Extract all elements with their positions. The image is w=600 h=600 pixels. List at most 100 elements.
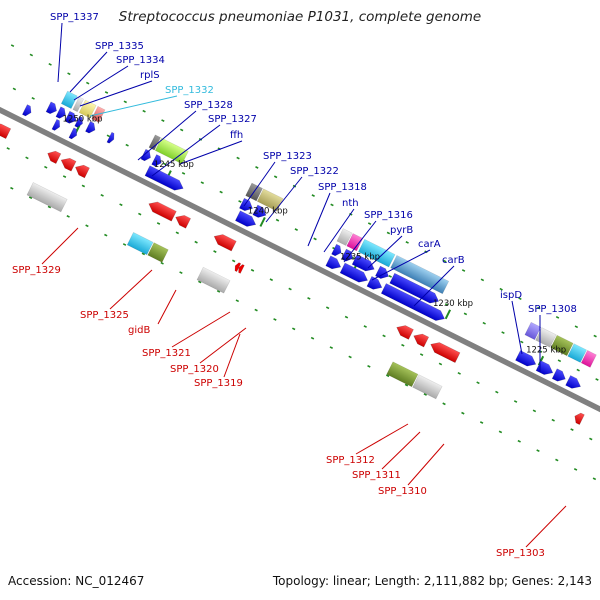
- label-leader: [381, 431, 421, 470]
- track-dot: [386, 231, 391, 235]
- track-dot: [501, 331, 505, 335]
- reverse-gene-arrow: [47, 150, 62, 164]
- forward-gene-labels: SPP_1337SPP_1335SPP_1334rplSSPP_1332SPP_…: [50, 12, 577, 315]
- label-leader: [407, 443, 445, 486]
- track-dot: [179, 271, 183, 275]
- track-dot: [200, 181, 205, 185]
- track-dot: [325, 306, 330, 310]
- label-leader: [343, 220, 377, 263]
- label-leader: [223, 333, 241, 378]
- track-dot: [367, 364, 371, 368]
- track-dot: [551, 418, 555, 422]
- track-dot: [513, 400, 518, 403]
- track-dot: [81, 184, 86, 188]
- track-dot: [574, 325, 579, 329]
- forward-gene-label: SPP_1327: [208, 114, 257, 125]
- track-dot: [238, 200, 242, 203]
- track-dot: [444, 303, 449, 306]
- forward-gene-label: ffh: [230, 130, 243, 141]
- track-dot: [476, 381, 480, 385]
- track-dot: [106, 134, 111, 138]
- feature-box: [60, 90, 78, 109]
- track-dot: [254, 308, 258, 312]
- track-dot: [419, 353, 424, 357]
- track-dot: [141, 252, 146, 256]
- track-dot: [25, 156, 29, 160]
- track-dot: [62, 175, 67, 178]
- forward-gene-label: ispD: [500, 290, 522, 301]
- reverse-gene-label: SPP_1325: [80, 310, 129, 321]
- track-dot: [401, 343, 405, 347]
- feature-box: [580, 350, 597, 368]
- forward-gene-label: SPP_1318: [318, 182, 367, 193]
- label-leader: [137, 110, 197, 161]
- track-dot: [47, 205, 52, 209]
- cds-box: [126, 232, 154, 256]
- track-dot: [461, 411, 465, 415]
- track-dot: [273, 175, 278, 179]
- cds-box: [386, 361, 419, 388]
- forward-gene-arrow: [239, 197, 253, 212]
- reverse-gene-label: SPP_1303: [496, 548, 545, 559]
- label-leader: [73, 65, 129, 101]
- track-dot: [532, 409, 537, 413]
- label-leader: [511, 300, 523, 355]
- track-dot: [179, 128, 184, 132]
- track-dot: [142, 109, 146, 113]
- dot-tracks: [6, 44, 599, 481]
- forward-gene-label: nth: [342, 198, 359, 209]
- forward-gene-arrow: [22, 104, 32, 117]
- label-leader: [265, 176, 303, 223]
- forward-gene-arrow: [74, 115, 83, 128]
- feature-box: [336, 228, 353, 246]
- track-dot: [104, 233, 108, 237]
- track-dot: [382, 334, 386, 338]
- label-leader: [79, 80, 153, 107]
- forward-gene-arrow: [380, 283, 445, 321]
- track-dot: [495, 390, 499, 394]
- track-dot: [461, 269, 466, 272]
- track-dot: [138, 212, 142, 216]
- track-dot: [288, 287, 292, 291]
- track-dot: [67, 72, 71, 76]
- feature-box: [390, 255, 450, 295]
- cds-track: [26, 182, 443, 400]
- track-dot: [388, 275, 392, 278]
- cds-box: [196, 266, 231, 294]
- track-dot: [232, 259, 236, 263]
- forward-gene-arrow: [64, 110, 77, 124]
- forward-gene-label: carA: [418, 239, 441, 250]
- track-dot: [269, 278, 273, 282]
- track-dot: [443, 259, 447, 263]
- cds-box: [412, 374, 443, 400]
- track-dot: [235, 299, 240, 303]
- track-dot: [404, 383, 409, 387]
- track-dot: [236, 156, 240, 160]
- track-dot: [119, 203, 123, 207]
- track-dot: [123, 100, 127, 104]
- tick-label: 1250 kbp: [63, 114, 103, 124]
- track-dot: [385, 374, 390, 378]
- track-dot: [181, 171, 186, 175]
- track-dot: [479, 421, 484, 424]
- feature-box: [154, 137, 189, 165]
- track-dot: [273, 318, 277, 321]
- track-dot: [442, 402, 446, 406]
- track-dot: [250, 268, 255, 272]
- forward-gene-label: SPP_1337: [50, 12, 99, 23]
- reverse-gene-label: SPP_1312: [326, 455, 375, 466]
- cds-box: [147, 242, 169, 263]
- track-dot: [423, 393, 427, 396]
- track-dot: [292, 327, 296, 331]
- forward-gene-arrow: [85, 121, 96, 134]
- track-dot: [100, 193, 104, 197]
- track-dot: [310, 336, 315, 340]
- label-leader: [69, 51, 108, 93]
- forward-gene-arrow: [341, 248, 354, 262]
- label-leader: [307, 192, 331, 247]
- track-dot: [480, 278, 485, 282]
- forward-gene-label: SPP_1322: [290, 166, 339, 177]
- feature-box: [567, 343, 587, 363]
- reverse-gene-arrow: [0, 123, 12, 139]
